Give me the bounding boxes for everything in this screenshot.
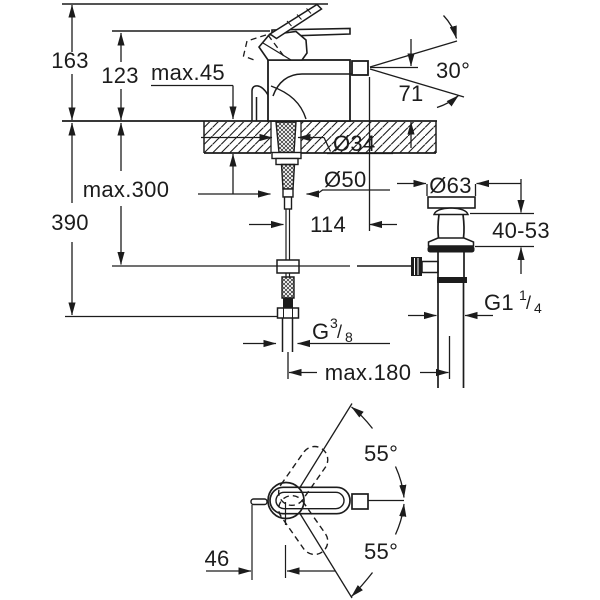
angle-leg-lower xyxy=(298,511,353,599)
handle-alt-outline xyxy=(242,34,267,62)
dim-max-reach: max.180 xyxy=(287,336,451,385)
drain-valve xyxy=(427,196,476,388)
dim-max-reach-label: max.180 xyxy=(325,360,411,385)
dim-max-deck-thickness: max.45 xyxy=(151,60,237,194)
dim-hole-diameter: Ø50 xyxy=(198,167,390,198)
dim-clamping-range: 40-53 xyxy=(470,179,550,274)
popup-rod-tip xyxy=(250,498,268,506)
aerator-top-view xyxy=(351,493,369,510)
dim-hose-length-label: 390 xyxy=(51,210,89,235)
dim-shank-diameter-label: Ø34 xyxy=(333,131,375,156)
dim-spray-angle-label: 30° xyxy=(436,58,470,83)
dim-total-height-label: 163 xyxy=(51,48,89,73)
dim-swing-up-label: 55° xyxy=(364,441,398,466)
dim-supply-thread-label: G 3 / 8 xyxy=(312,315,353,345)
dim-waste-flange-label: Ø63 xyxy=(429,173,471,198)
lever-outline xyxy=(269,486,351,515)
dim-shank-diameter: Ø34 xyxy=(201,131,393,156)
dim-lever-offset: 46 xyxy=(204,505,335,580)
angle-leg-upper xyxy=(298,403,353,490)
dim-waste-thread-label: G1 1 / 4 xyxy=(484,287,542,316)
handle-top-view xyxy=(250,403,404,599)
rod-knurled-knob xyxy=(411,257,422,276)
dim-spout-reach: 114 xyxy=(249,77,397,237)
dim-spray-angle: 30° xyxy=(369,15,470,109)
dim-lever-height-label: 123 xyxy=(101,63,139,88)
dim-waste-flange-diameter: Ø63 xyxy=(397,173,521,198)
dim-max-deck-label: max.45 xyxy=(151,60,225,85)
dim-waste-thread: G1 1 / 4 xyxy=(408,287,542,320)
waste-gasket xyxy=(427,246,475,253)
dim-supply-thread: G 3 / 8 xyxy=(243,315,390,348)
lever-handle xyxy=(242,3,351,62)
dim-spout-height-label: 71 xyxy=(398,81,423,106)
dim-handle-swing-down: 55° xyxy=(351,503,407,597)
dim-lever-offset-label: 46 xyxy=(204,546,229,571)
handle-raised-position xyxy=(268,3,323,40)
reference-lines xyxy=(62,3,328,32)
dim-spout-height: 71 xyxy=(370,39,423,148)
side-view: 163 123 max.45 390 max.300 xyxy=(51,3,550,388)
dim-spout-reach-label: 114 xyxy=(310,212,346,237)
handle-position-down xyxy=(277,494,329,556)
supply-union-nut xyxy=(276,307,300,319)
dim-hose-length: 390 xyxy=(51,122,277,318)
dim-handle-swing-up: 55° xyxy=(351,406,407,498)
dim-hole-diameter-label: Ø50 xyxy=(324,167,366,192)
dim-clamping-range-label: 40-53 xyxy=(492,218,550,243)
popup-rod-knob xyxy=(251,85,269,121)
top-view: 55° 55° 46 xyxy=(204,403,407,599)
faucet-body xyxy=(242,3,369,122)
dim-max-mounting-depth: max.300 xyxy=(83,122,169,265)
dim-swing-down-label: 55° xyxy=(364,539,398,564)
aerator-outlet xyxy=(351,60,369,76)
handle-position-up xyxy=(277,445,329,507)
dim-max-mounting-depth-label: max.300 xyxy=(83,177,169,202)
popup-linkage-rod xyxy=(112,257,439,276)
dim-lever-height: 123 xyxy=(101,32,139,121)
dim-total-height: 163 xyxy=(51,4,89,121)
mounting-shank xyxy=(271,121,302,352)
